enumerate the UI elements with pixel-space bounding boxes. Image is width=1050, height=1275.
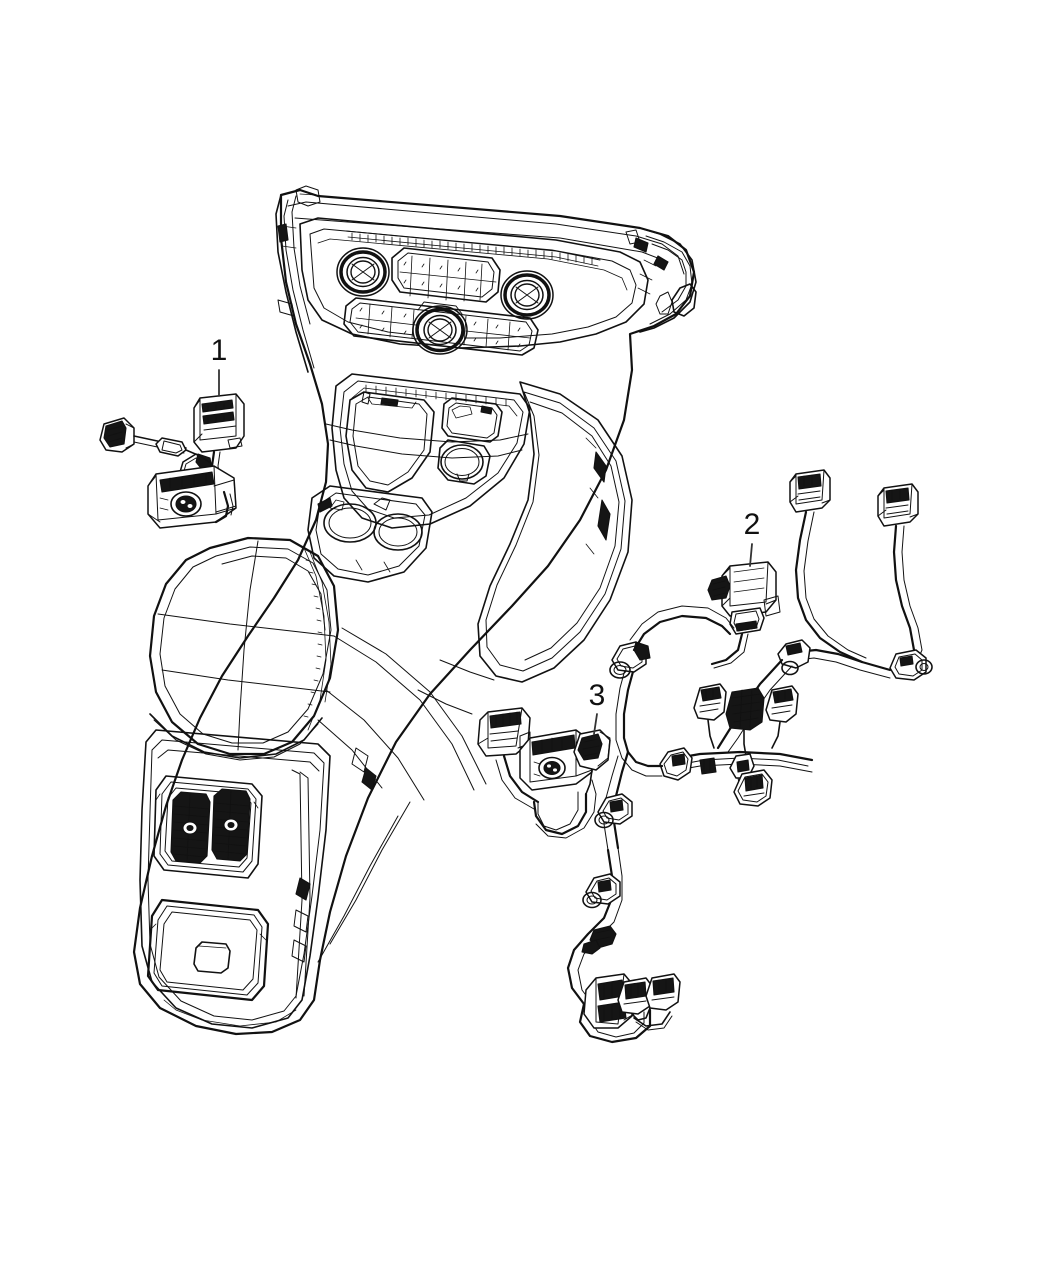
- harness3-clip-upper: [594, 793, 633, 829]
- harness1-outlet-housing: [147, 465, 237, 529]
- rear-air-vents[interactable]: [153, 775, 263, 879]
- harness1-splice: [155, 437, 187, 457]
- harness2-tape-wrap: [699, 757, 717, 775]
- console-rear-face: [139, 729, 331, 1029]
- harness3-bottom-connectors: [578, 973, 681, 1044]
- harness3-branch-connector: [573, 729, 611, 795]
- console-left-trim: [275, 185, 321, 373]
- harness3-ribbon-connector: [477, 707, 531, 757]
- harness3-lower-connector-a: [617, 977, 653, 1015]
- callouts-layer: 1 2 3: [211, 334, 761, 735]
- console-body-outline: [132, 188, 696, 1036]
- console-upper-details: [325, 423, 529, 791]
- harness2-clip-upperleft: [609, 641, 651, 679]
- callout-1-label: 1: [211, 334, 228, 367]
- cupholder-pair: [307, 485, 433, 583]
- callout-2-leader: [749, 543, 753, 567]
- console-lower-contours: [317, 627, 495, 963]
- shifter-bezel: [331, 373, 531, 529]
- panel-top-texture: [351, 232, 593, 265]
- rear-vent-left[interactable]: [170, 791, 211, 864]
- harness2-mid-connector-1: [693, 683, 727, 749]
- harness3-outlet-housing: [519, 729, 593, 791]
- harness2-mid-connector-2: [725, 687, 765, 757]
- console-assembly: [132, 185, 697, 1036]
- harness1-inline-connector: [99, 417, 135, 453]
- callout-3: 3: [589, 679, 606, 735]
- harness2-branch-connector-a: [789, 469, 831, 513]
- harness2-branch-connector-b: [877, 483, 919, 527]
- round-port-opening: [437, 439, 491, 485]
- temp-knob-left[interactable]: [336, 247, 390, 297]
- accessory-opening: [441, 397, 503, 443]
- callout-2-label: 2: [744, 508, 761, 541]
- temp-knob-right[interactable]: [500, 270, 554, 320]
- harness2-bottom-connector: [733, 769, 773, 807]
- shifter-bezel-texture: [365, 384, 507, 407]
- armrest-stitching: [303, 559, 323, 718]
- harness3-clip-mid: [582, 873, 621, 909]
- harness3-lower-connector-b: [645, 973, 681, 1011]
- callout-2: 2: [744, 508, 761, 567]
- callout-3-leader: [593, 713, 598, 735]
- rear-vent-right[interactable]: [211, 788, 251, 862]
- climate-lower-button-row[interactable]: [343, 297, 539, 356]
- harness3-main-lower-connector: [583, 973, 635, 1029]
- console-right-trim: [625, 227, 697, 333]
- harness2-clip-midright: [777, 639, 811, 676]
- console-right-cutout: [477, 381, 633, 683]
- harness2-clip-right: [889, 649, 933, 681]
- climate-upper-button-row[interactable]: [391, 247, 501, 303]
- harness1-header-connector: [193, 393, 245, 453]
- blower-knob-center[interactable]: [412, 301, 468, 355]
- callout-1: 1: [211, 334, 228, 397]
- console-wiring-harness-3: [477, 707, 681, 1044]
- shifter-opening: [345, 391, 435, 493]
- climate-control-panel: [299, 217, 649, 356]
- console-wiring-harness-2: [603, 469, 933, 851]
- harness2-clip-left: [659, 747, 693, 781]
- callout-3-label: 3: [589, 679, 606, 712]
- harness2-relay-connector: [707, 561, 781, 635]
- rear-storage-panel[interactable]: [146, 898, 270, 1002]
- console-wiring-harness-1: [99, 393, 245, 529]
- harness2-mid-connector-3: [765, 685, 799, 749]
- armrest-lid[interactable]: [148, 536, 340, 761]
- harness3-tie: [581, 925, 617, 955]
